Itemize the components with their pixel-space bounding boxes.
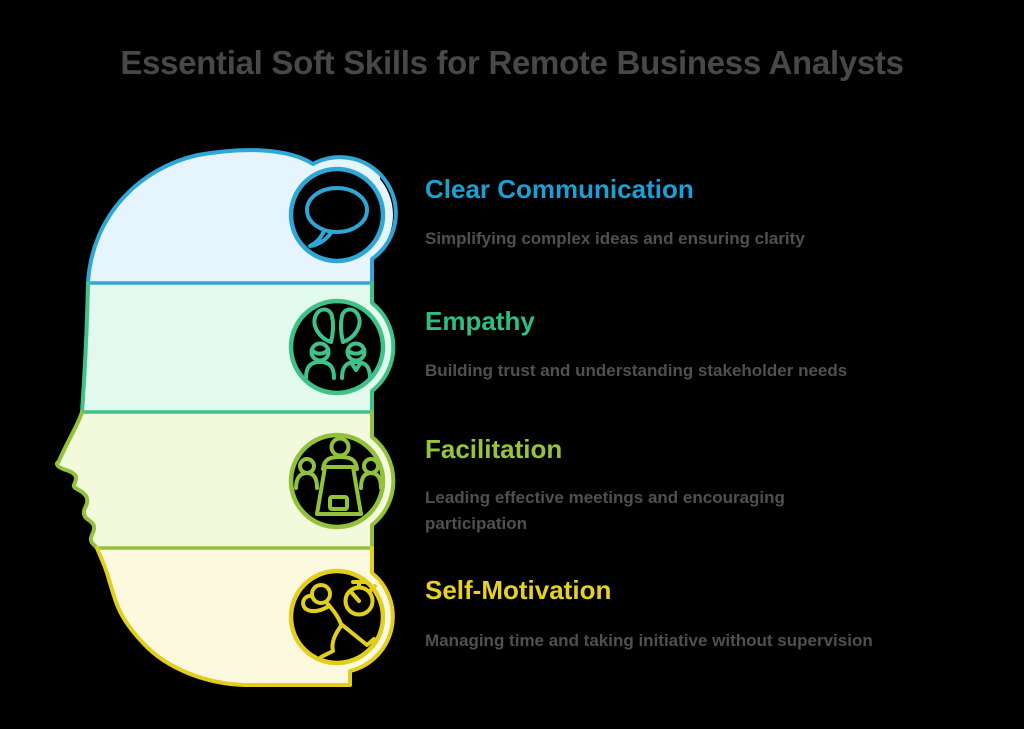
meeting-table-icon bbox=[294, 436, 383, 516]
outline-chin-neck bbox=[95, 546, 395, 687]
description-facilitation: Leading effective meetings and encouragi… bbox=[425, 488, 785, 533]
outline-skull-top bbox=[86, 148, 398, 285]
two-people-heart-icon bbox=[304, 307, 372, 380]
badge-communication bbox=[288, 166, 386, 264]
description-clear-communication: Simplifying complex ideas and ensuring c… bbox=[425, 229, 805, 248]
head-outlines bbox=[54, 148, 398, 687]
heading-empathy: Empathy bbox=[425, 306, 535, 336]
description-empathy: Building trust and understanding stakeho… bbox=[425, 361, 848, 380]
icon-badges bbox=[288, 166, 386, 666]
speech-bubble-icon bbox=[305, 186, 369, 248]
heading-clear-communication: Clear Communication bbox=[425, 174, 694, 204]
page-title: Essential Soft Skills for Remote Busines… bbox=[120, 44, 904, 81]
heading-self-motivation: Self-Motivation bbox=[425, 575, 612, 605]
heading-facilitation: Facilitation bbox=[425, 434, 563, 464]
outline-forehead bbox=[80, 281, 396, 414]
runner-stopwatch-icon bbox=[301, 580, 377, 659]
outline-nose-lips bbox=[54, 410, 396, 550]
description-self-motivation: Managing time and taking initiative with… bbox=[425, 631, 873, 650]
